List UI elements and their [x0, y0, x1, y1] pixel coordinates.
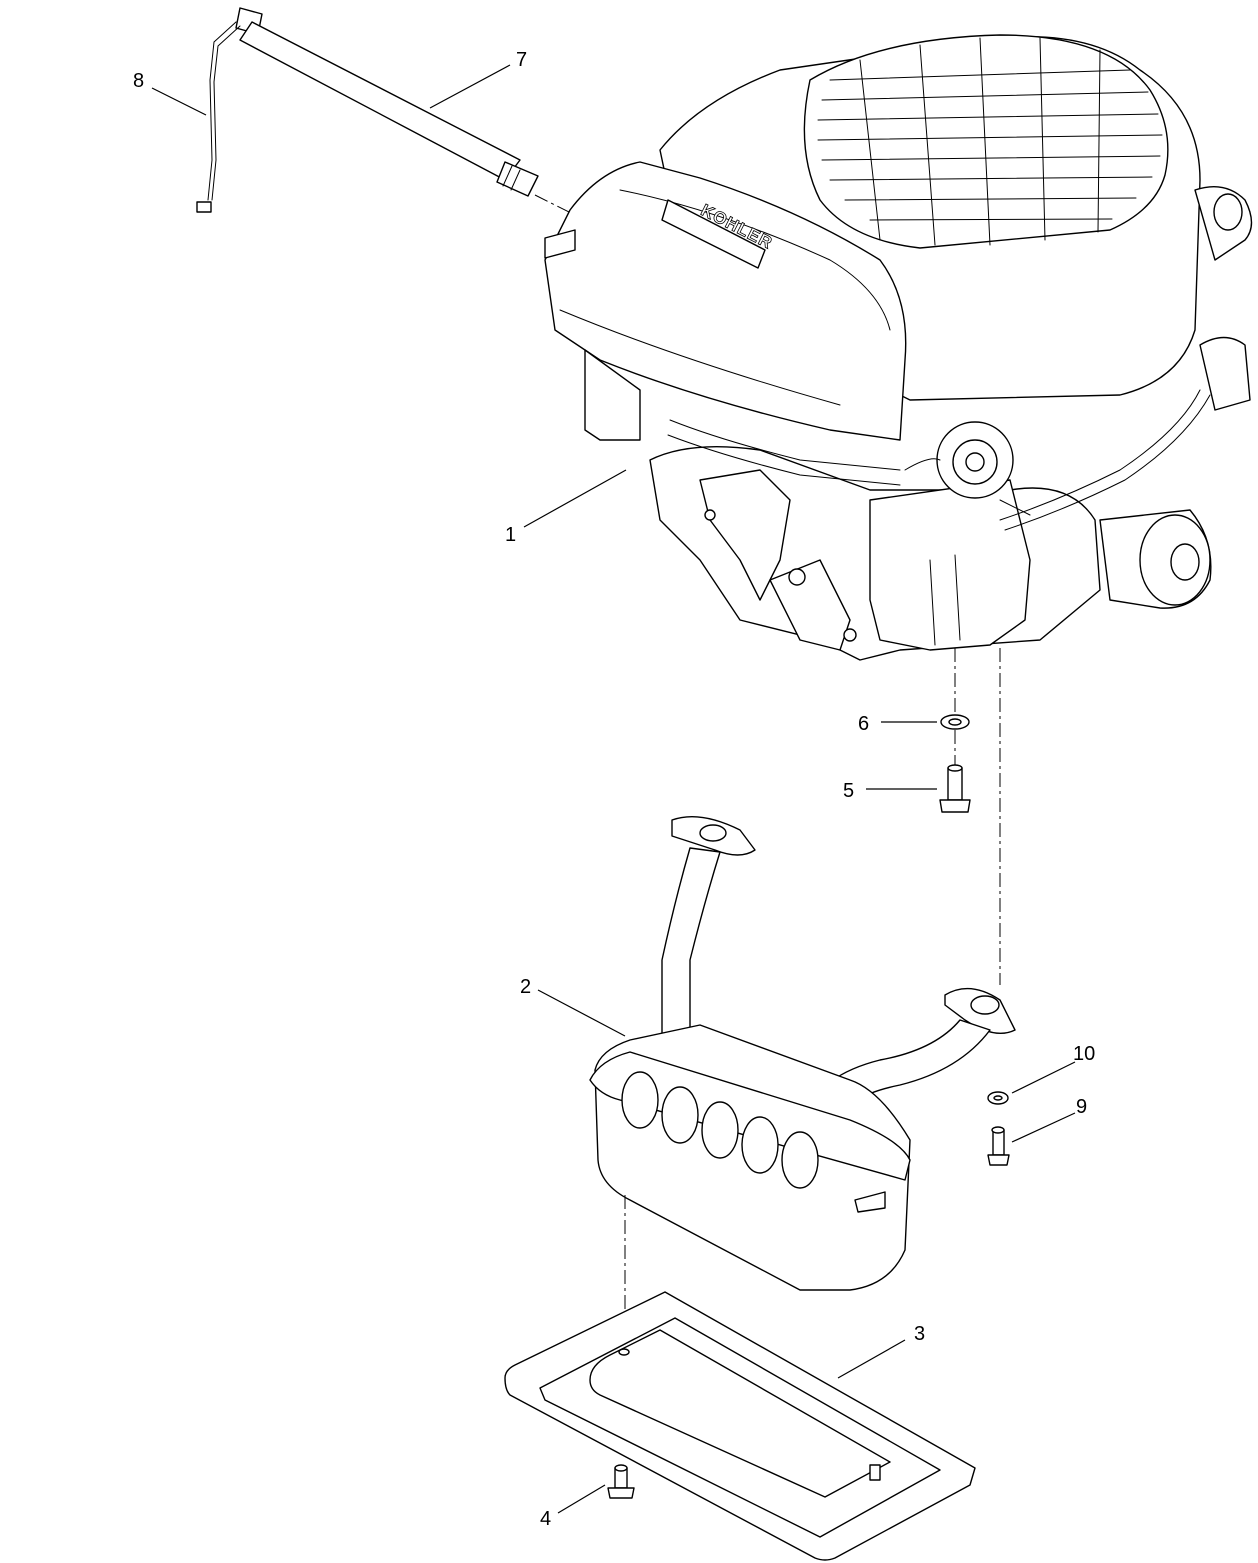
callout-6: 6 — [858, 713, 869, 735]
flange-bolt — [607, 1464, 635, 1499]
callout-7: 7 — [516, 49, 527, 71]
leader-line-1 — [523, 469, 627, 528]
leader-lines — [151, 64, 1076, 1514]
leader-line-7 — [429, 64, 511, 109]
callout-labels: 1 2 3 4 5 6 7 8 9 10 — [133, 49, 1095, 1530]
leader-line-4 — [557, 1484, 606, 1514]
callout-3: 3 — [914, 1323, 925, 1345]
leader-line-8 — [151, 87, 207, 116]
muffler-bumps — [621, 1071, 819, 1189]
callout-5: 5 — [843, 780, 854, 802]
engine: KOHLER — [544, 34, 1253, 661]
heat-shield-plate — [504, 1291, 976, 1561]
leader-line-3 — [837, 1339, 906, 1379]
leader-line-10 — [1011, 1061, 1076, 1094]
tube-bracket — [196, 21, 241, 213]
bolt-small — [987, 1126, 1010, 1166]
washer-small — [987, 1091, 1009, 1105]
callout-2: 2 — [520, 976, 531, 998]
callout-10: 10 — [1073, 1043, 1095, 1065]
bolt — [939, 764, 971, 813]
dipstick-tube — [235, 7, 539, 197]
callout-1: 1 — [505, 524, 516, 546]
callout-4: 4 — [540, 1508, 551, 1530]
callout-9: 9 — [1076, 1096, 1087, 1118]
leader-line-9 — [1011, 1112, 1076, 1143]
leader-line-2 — [537, 989, 626, 1037]
grill-slats — [817, 37, 1163, 246]
washer — [940, 714, 970, 730]
muffler — [589, 815, 1016, 1291]
callout-8: 8 — [133, 70, 144, 92]
